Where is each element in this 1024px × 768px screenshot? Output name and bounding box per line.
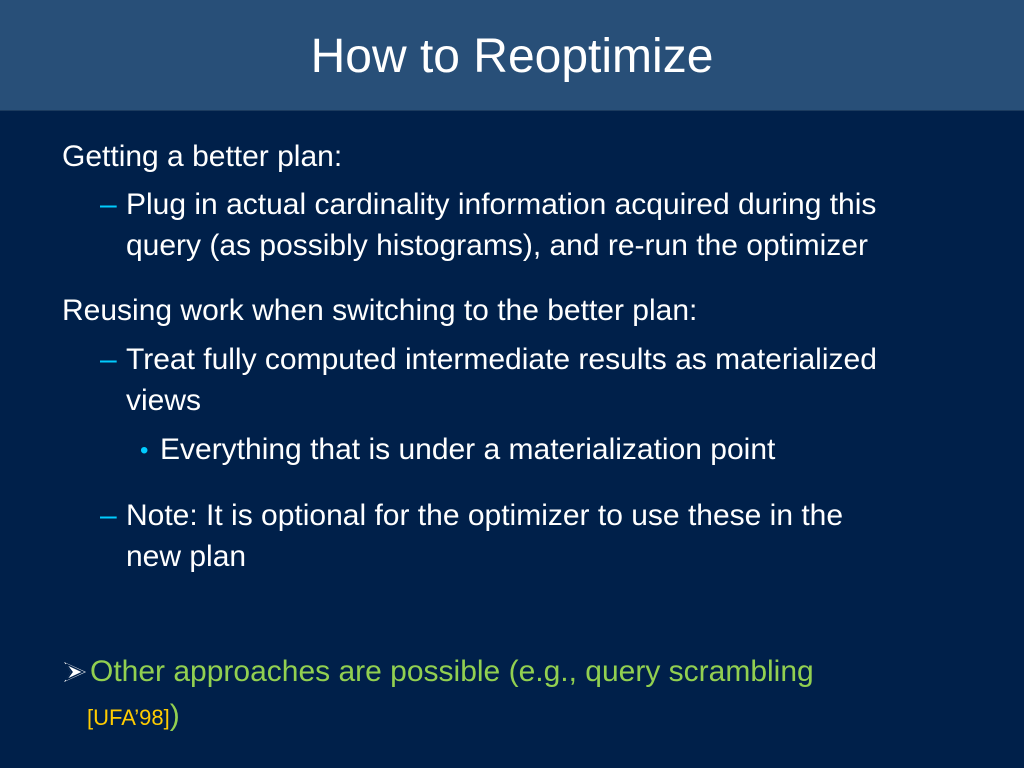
other-approaches-line1: Other approaches are possible (e.g., que… xyxy=(90,655,814,688)
title-bar xyxy=(0,0,1024,111)
dash-bullet: – xyxy=(100,499,117,532)
heading-reusing-work: Reusing work when switching to the bette… xyxy=(62,294,698,327)
item-materialized-line1: Treat fully computed intermediate result… xyxy=(126,343,877,376)
dash-bullet: – xyxy=(100,188,117,221)
dot-bullet: • xyxy=(140,437,149,464)
heading-better-plan: Getting a better plan: xyxy=(62,140,343,173)
item-materialized-line2: views xyxy=(126,384,202,417)
item-cardinality-line2: query (as possibly histograms), and re-r… xyxy=(126,229,868,262)
reference-citation: [UFA’98] xyxy=(87,705,170,730)
slide-title: How to Reoptimize xyxy=(310,30,714,83)
dash-bullet: – xyxy=(100,343,117,376)
item-cardinality-line1: Plug in actual cardinality information a… xyxy=(126,188,877,221)
sub-item-materialization-point: Everything that is under a materializati… xyxy=(160,433,776,466)
closing-paren: ) xyxy=(169,699,180,732)
item-note-line2: new plan xyxy=(126,540,247,573)
item-note-line1: Note: It is optional for the optimizer t… xyxy=(126,499,844,532)
other-approaches-line2: [UFA’98]) xyxy=(87,695,180,741)
arrow-bullet-icon xyxy=(64,662,86,682)
